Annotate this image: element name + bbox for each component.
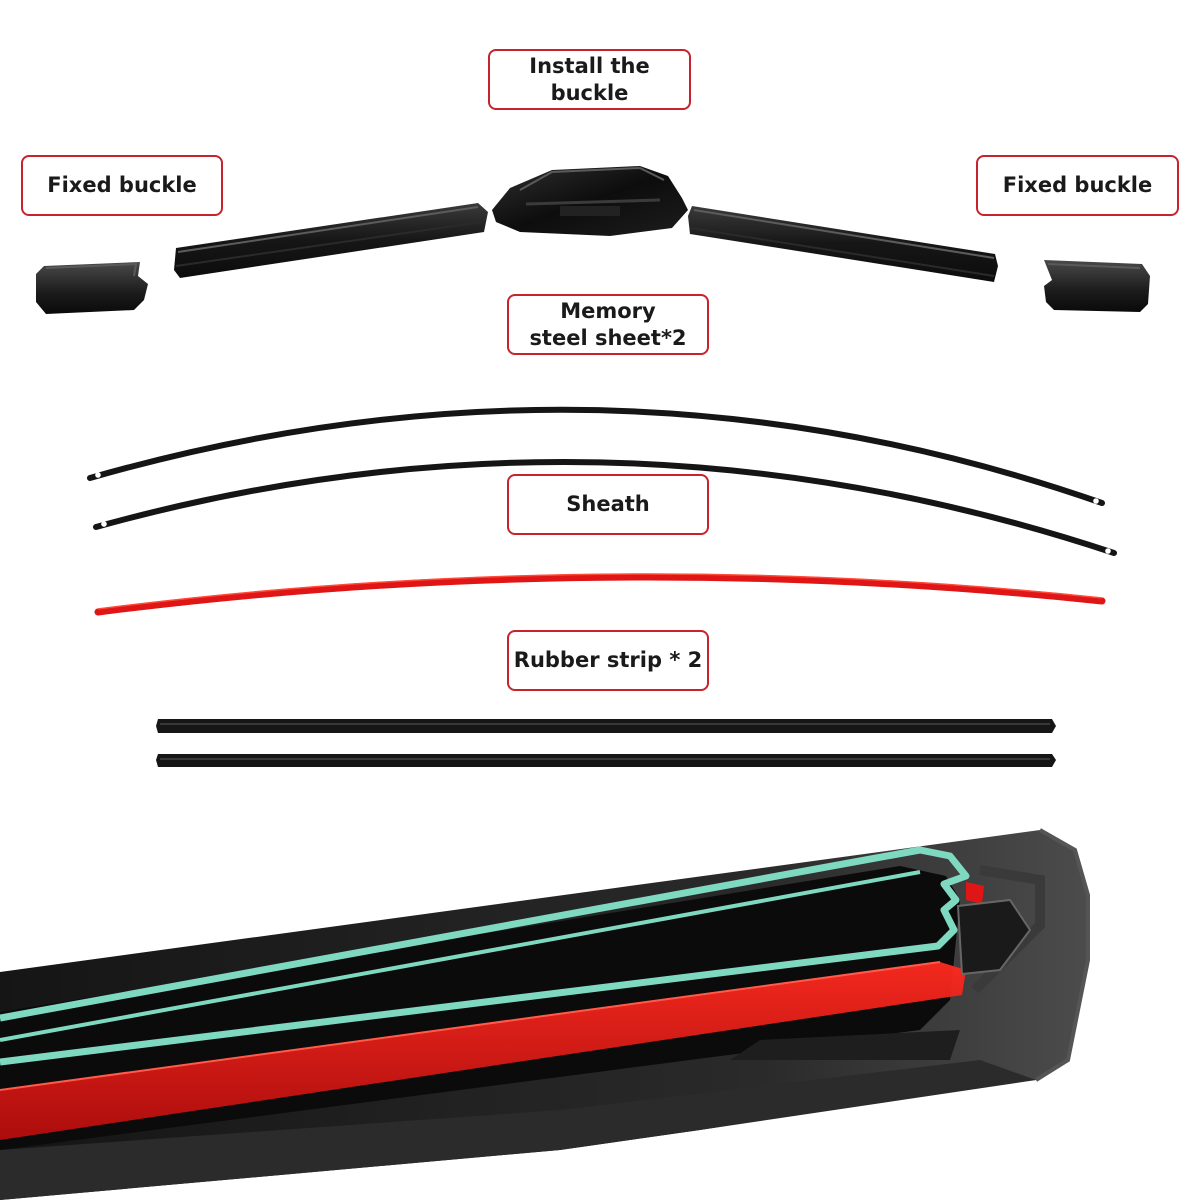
install-buckle-label: Install the buckle	[488, 49, 691, 110]
fixed-buckle-left-part	[36, 262, 148, 314]
memory-steel-sheet-text: Memory steel sheet*2	[529, 298, 687, 350]
fixed-buckle-right-text: Fixed buckle	[1002, 173, 1153, 197]
blade-body-left	[174, 203, 488, 278]
sheath-part	[94, 573, 1106, 616]
install-buckle-text: Install the buckle	[529, 53, 650, 105]
rubber-strip-top	[156, 719, 1056, 733]
cross-section-closeup	[0, 828, 1090, 1200]
blade-body-right	[688, 206, 998, 282]
fixed-buckle-right-part	[1044, 260, 1150, 312]
fixed-buckle-left-label: Fixed buckle	[21, 155, 223, 216]
center-adapter-part	[492, 166, 688, 236]
memory-steel-sheet-bottom	[93, 431, 1117, 556]
memory-steel-sheet-top	[87, 382, 1105, 506]
sheath-label: Sheath	[507, 474, 709, 535]
sheath-text: Sheath	[566, 492, 650, 516]
fixed-buckle-right-label: Fixed buckle	[976, 155, 1179, 216]
rubber-strip-label: Rubber strip * 2	[507, 630, 709, 691]
rubber-strip-bottom	[156, 754, 1056, 767]
memory-steel-sheet-label: Memory steel sheet*2	[507, 294, 709, 355]
fixed-buckle-left-text: Fixed buckle	[47, 173, 197, 197]
rubber-strip-text: Rubber strip * 2	[513, 648, 703, 672]
